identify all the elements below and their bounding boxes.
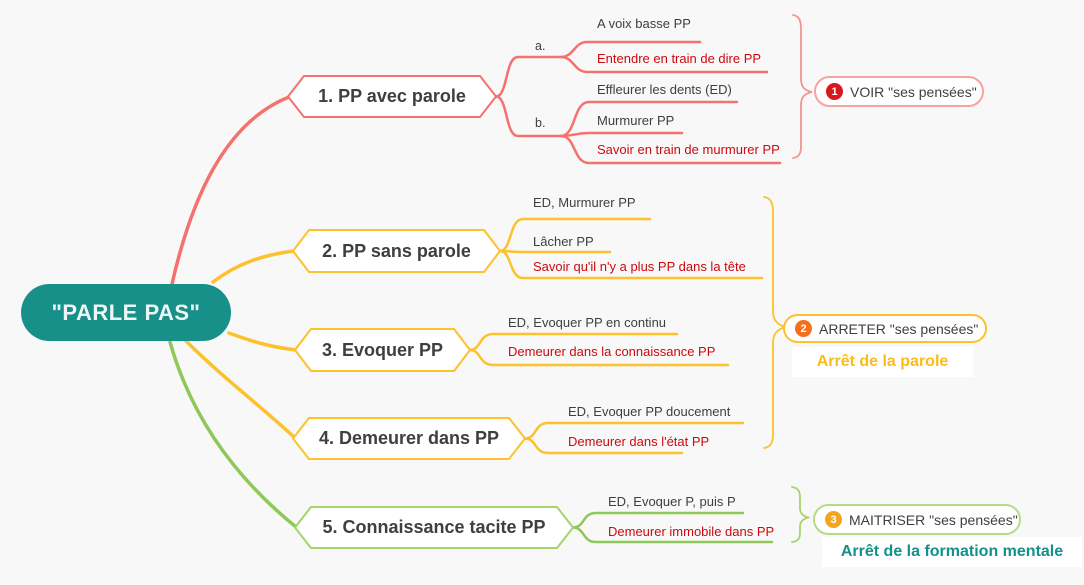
brace-group-3 [791,486,811,543]
central-topic-label: "PARLE PAS" [51,299,201,325]
branch-2-hexagon [292,229,501,273]
branch-5-wires [571,511,774,544]
group-3-pill[interactable]: 3 MAITRISER "ses pensées" [813,504,1021,535]
branch-4-node[interactable]: 4. Demeurer dans PP [318,428,500,448]
leaf-node[interactable]: Effleurer les dents (ED) [597,82,732,97]
leaf-node[interactable]: ED, Evoquer PP en continu [508,315,667,330]
branch-1-hexagon [287,75,497,118]
leaf-node[interactable]: Lâcher PP [533,234,594,249]
leaf-node[interactable]: ED, Evoquer P, puis P [608,494,736,509]
leaf-node[interactable]: Savoir qu'il n'y a plus PP dans la tête [533,259,746,274]
branch-4-hexagon [292,417,526,460]
leaf-node[interactable]: ED, Evoquer PP doucement [568,404,731,419]
group-3-label: MAITRISER "ses pensées" [849,511,1018,528]
branch-1-wires [494,40,782,165]
caption-arret-parole[interactable]: Arrêt de la parole [792,347,973,377]
branch-5-node[interactable]: 5. Connaissance tacite PP [322,517,546,537]
branch-1-node[interactable]: 1. PP avec parole [318,86,466,106]
leaf-node[interactable]: Savoir en train de murmurer PP [597,142,780,157]
root-branch-curves [168,95,298,529]
brace-group-1 [792,14,813,159]
number-badge: 3 [825,511,842,528]
number-badge: 1 [826,83,843,100]
branch-5-hexagon [294,506,574,549]
leaf-node[interactable]: Murmurer PP [597,113,675,128]
subgroup-a-label[interactable]: a. [535,39,546,53]
branch-2-node[interactable]: 2. PP sans parole [322,240,471,261]
central-topic[interactable]: "PARLE PAS" [21,284,231,341]
branch-2-3-4-wires [468,217,764,455]
group-1-label: VOIR "ses pensées" [850,83,977,100]
leaf-node[interactable]: ED, Murmurer PP [533,195,636,210]
number-badge: 2 [795,320,812,337]
brace-group-2 [763,196,788,449]
caption-arret-formation[interactable]: Arrêt de la formation mentale [822,537,1082,567]
group-2-label: ARRETER "ses pensées" [819,320,979,337]
group-1-pill[interactable]: 1 VOIR "ses pensées" [814,76,984,107]
subgroup-b-label[interactable]: b. [535,116,546,130]
leaf-node[interactable]: Entendre en train de dire PP [597,51,762,66]
leaf-node[interactable]: A voix basse PP [597,16,691,31]
leaf-node[interactable]: Demeurer dans l'état PP [568,434,710,449]
group-braces [763,14,813,543]
branch-hexagons [287,75,574,549]
leaf-node[interactable]: Demeurer immobile dans PP [608,524,775,539]
branch-3-hexagon [294,328,471,372]
branch-3-node[interactable]: 3. Evoquer PP [321,339,444,360]
group-2-pill[interactable]: 2 ARRETER "ses pensées" [783,314,987,343]
leaf-node[interactable]: Demeurer dans la connaissance PP [508,344,716,359]
